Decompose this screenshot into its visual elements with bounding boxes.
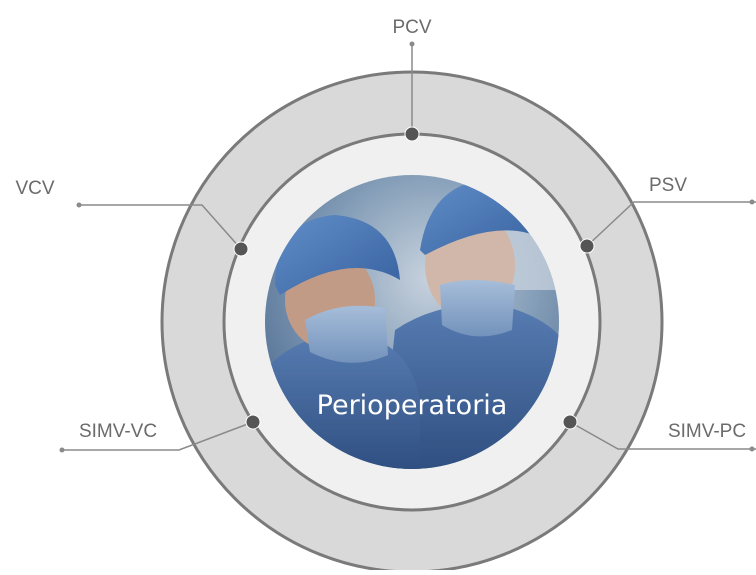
node-simv-pc[interactable]	[562, 414, 578, 430]
endpoint-simv-vc	[59, 447, 65, 453]
node-psv[interactable]	[579, 238, 595, 254]
mode-label-vcv[interactable]: VCV	[15, 178, 54, 199]
center-label: Perioperatoria	[317, 390, 508, 421]
node-simv-vc[interactable]	[245, 414, 261, 430]
mode-label-simv-pc[interactable]: SIMV-PC	[668, 421, 746, 442]
connector-vcv	[79, 204, 242, 250]
connector-psv	[586, 201, 756, 247]
endpoint-psv	[749, 199, 755, 205]
node-vcv[interactable]	[233, 241, 249, 257]
mode-label-pcv[interactable]: PCV	[392, 17, 431, 38]
endpoint-vcv	[76, 202, 82, 208]
ring-nodes	[233, 126, 595, 430]
endpoint-simv-pc	[749, 446, 755, 452]
mode-label-simv-vc[interactable]: SIMV-VC	[79, 421, 157, 442]
node-pcv[interactable]	[404, 126, 420, 142]
connectors	[62, 44, 756, 451]
connector-simv-pc	[569, 421, 756, 450]
mode-label-psv[interactable]: PSV	[649, 175, 687, 196]
connector-endpoints	[59, 41, 755, 453]
connector-simv-vc	[62, 421, 254, 451]
endpoint-pcv	[409, 41, 415, 47]
